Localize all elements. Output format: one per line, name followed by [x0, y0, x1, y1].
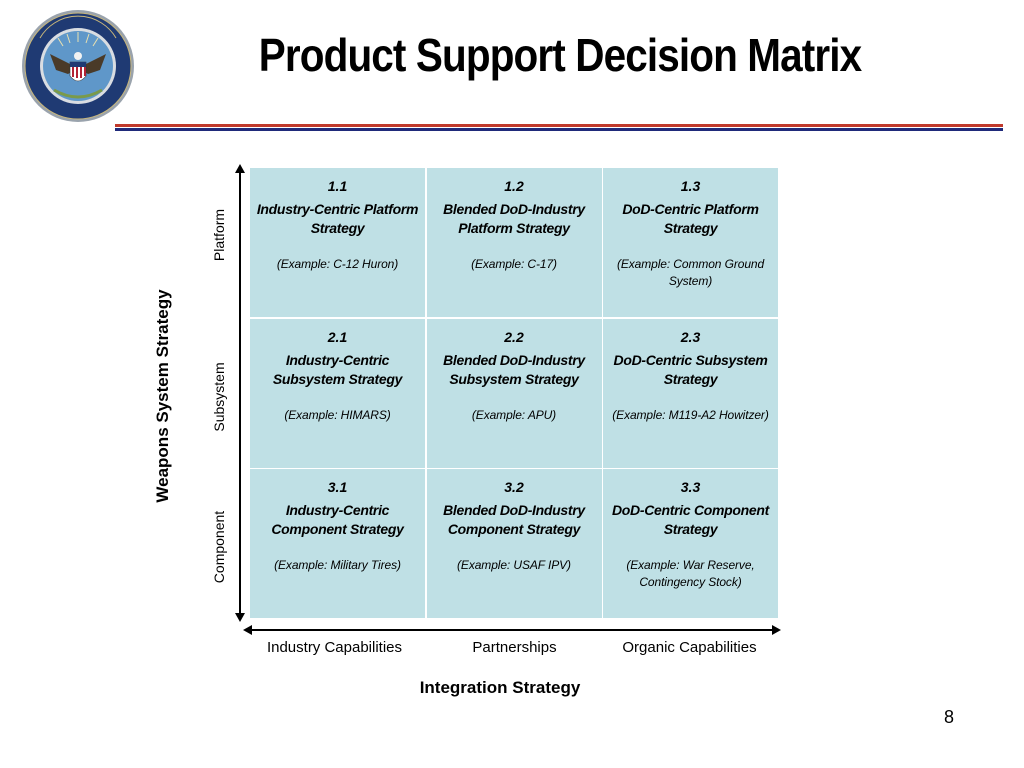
cell-strategy-name: DoD-Centric Subsystem Strategy — [613, 351, 768, 387]
cell-example: (Example: War Reserve, Contingency Stock… — [626, 558, 755, 589]
column-label-industry-capabilities: Industry Capabilities — [266, 639, 403, 656]
column-label-partnerships: Partnerships — [472, 639, 557, 656]
cell-strategy-name: DoD-Centric Component Strategy — [611, 502, 770, 537]
column-label-organic-capabilities: Organic Capabilities — [622, 639, 757, 656]
slide-title: Product Support Decision Matrix — [258, 29, 862, 81]
cell-example: (Example: Common Ground System) — [616, 257, 765, 288]
matrix-cell-3-3: 3.3 DoD-Centric Component Strategy (Exam… — [603, 469, 778, 618]
y-axis-title: Weapons System Strategy — [153, 289, 172, 503]
cell-strategy-name: DoD-Centric Platform Strategy — [622, 201, 759, 236]
page-number: 8 — [944, 707, 955, 727]
x-axis-title: Integration Strategy — [419, 678, 581, 697]
cell-number: 1.2 — [504, 178, 524, 194]
cell-number: 2.1 — [327, 328, 348, 345]
matrix-cell-2-2: 2.2 Blended DoD-Industry Subsystem Strat… — [426, 318, 602, 468]
row-label-platform: Platform — [211, 208, 227, 262]
cell-number: 3.3 — [680, 479, 701, 495]
cell-example: (Example: APU) — [471, 407, 557, 422]
cell-number: 3.1 — [327, 479, 348, 495]
matrix-cell-3-2: 3.2 Blended DoD-Industry Component Strat… — [426, 469, 602, 618]
cell-number: 1.3 — [680, 178, 701, 194]
cell-strategy-name: Industry-Centric Subsystem Strategy — [272, 351, 403, 387]
cell-example: (Example: Military Tires) — [274, 558, 401, 572]
y-axis-arrow-down-icon — [235, 613, 245, 622]
cell-strategy-name: Industry-Centric Component Strategy — [271, 502, 404, 537]
matrix-cell-3-1: 3.1 Industry-Centric Component Strategy … — [250, 469, 425, 618]
cell-number: 1.1 — [327, 178, 348, 194]
matrix-cell-2-3: 2.3 DoD-Centric Subsystem Strategy (Exam… — [603, 318, 778, 468]
cell-example: (Example: HIMARS) — [284, 407, 391, 422]
matrix-cell-2-1: 2.1 Industry-Centric Subsystem Strategy … — [250, 318, 425, 468]
cell-number: 2.2 — [504, 328, 524, 345]
cell-number: 3.2 — [504, 479, 524, 495]
cell-example: (Example: USAF IPV) — [457, 558, 571, 572]
y-axis-line — [239, 168, 241, 618]
cell-strategy-name: Industry-Centric Platform Strategy — [256, 201, 419, 236]
cell-strategy-name: Blended DoD-Industry Platform Strategy — [443, 201, 585, 236]
matrix-cell-1-2: 1.2 Blended DoD-Industry Platform Strate… — [426, 168, 602, 317]
row-label-component: Component — [211, 510, 227, 584]
cell-strategy-name: Blended DoD-Industry Subsystem Strategy — [443, 351, 585, 387]
title-underline-red — [115, 124, 1003, 127]
x-axis-arrow-left-icon — [243, 625, 252, 635]
decision-matrix: 1.1 Industry-Centric Platform Strategy (… — [250, 168, 778, 618]
matrix-cell-1-3: 1.3 DoD-Centric Platform Strategy (Examp… — [603, 168, 778, 317]
x-axis-line — [248, 629, 776, 631]
cell-number: 2.3 — [680, 328, 701, 345]
cell-strategy-name: Blended DoD-Industry Component Strategy — [443, 502, 585, 537]
cell-example: (Example: C-17) — [471, 257, 557, 271]
y-axis-arrow-up-icon — [235, 164, 245, 173]
cell-example: (Example: C-12 Huron) — [276, 257, 399, 271]
row-label-subsystem: Subsystem — [211, 362, 227, 432]
matrix-cell-1-1: 1.1 Industry-Centric Platform Strategy (… — [250, 168, 425, 317]
title-underline-blue — [115, 128, 1003, 131]
x-axis-arrow-right-icon — [772, 625, 781, 635]
cell-example: (Example: M119-A2 Howitzer) — [612, 407, 769, 422]
dod-seal-logo — [22, 10, 134, 122]
